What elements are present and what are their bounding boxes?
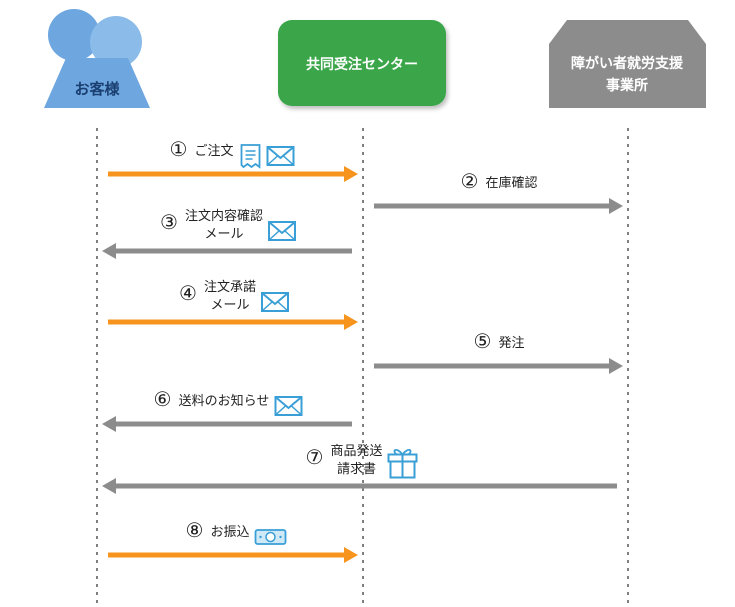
step-8-arrow xyxy=(108,547,358,563)
step-5-arrow xyxy=(374,358,623,374)
arrow-head xyxy=(344,547,358,563)
step-8-label: ⑧ お振込 xyxy=(186,518,250,542)
center-label: 共同受注センター xyxy=(306,56,418,73)
center-actor: 共同受注センター xyxy=(278,20,446,106)
step-number: ⑤ xyxy=(474,329,492,353)
office-label-line1: 障がい者就労支援 xyxy=(571,55,684,72)
gift-icon xyxy=(387,449,418,479)
step-number: ① xyxy=(170,137,188,161)
office-actor: 障がい者就労支援 事業所 xyxy=(549,20,706,108)
step-number: ⑧ xyxy=(186,518,204,542)
arrow-head xyxy=(102,478,116,494)
step-7-arrow xyxy=(102,478,617,494)
step-text: 送料のお知らせ xyxy=(179,393,270,409)
mail-icon xyxy=(274,396,303,416)
customer-head-back xyxy=(48,9,100,61)
customer-label: お客様 xyxy=(74,80,120,98)
step-text-line1: 注文内容確認 xyxy=(185,208,263,224)
step-1-label: ① ご注文 xyxy=(170,137,234,161)
step-text-line2: メール xyxy=(204,227,243,242)
step-2-arrow xyxy=(374,198,623,214)
customer-head-front xyxy=(90,16,142,68)
step-number: ⑦ xyxy=(306,445,324,469)
message-arrows xyxy=(102,166,623,563)
mail-icon xyxy=(266,146,295,166)
arrow-head xyxy=(609,198,623,214)
step-3-arrow xyxy=(102,243,352,259)
office-roof xyxy=(549,20,706,44)
arrow-head xyxy=(344,166,358,182)
step-5-label: ⑤ 発注 xyxy=(474,329,525,353)
receipt-icon xyxy=(240,144,261,169)
money-icon xyxy=(254,529,287,545)
step-number: ⑥ xyxy=(154,387,172,411)
office-box xyxy=(549,44,706,108)
mail-icon xyxy=(261,292,289,312)
step-4-arrow xyxy=(108,314,358,330)
step-text-line1: 注文承諾 xyxy=(204,279,256,295)
step-6-arrow xyxy=(102,416,352,432)
customer-body xyxy=(44,58,150,108)
step-text-line1: 商品発送 xyxy=(330,444,382,459)
office-label-line2: 事業所 xyxy=(606,77,648,94)
step-text: ご注文 xyxy=(194,143,233,159)
step-text-line2: メール xyxy=(210,298,249,313)
arrow-head xyxy=(609,358,623,374)
step-text: 発注 xyxy=(498,336,524,351)
center-box xyxy=(278,20,446,106)
step-number: ③ xyxy=(160,210,178,234)
step-6-label: ⑥ 送料のお知らせ xyxy=(154,387,270,411)
step-text-line2: 請求書 xyxy=(337,462,376,477)
arrow-head xyxy=(102,416,116,432)
step-number: ② xyxy=(461,169,479,193)
step-text: 在庫確認 xyxy=(485,175,537,191)
arrow-head xyxy=(102,243,116,259)
step-1-arrow xyxy=(108,166,358,182)
step-text: お振込 xyxy=(210,525,249,540)
message-icons xyxy=(240,144,418,545)
step-number: ④ xyxy=(179,281,197,305)
step-2-label: ② 在庫確認 xyxy=(461,169,538,193)
customer-actor: お客様 xyxy=(44,9,150,108)
arrow-head xyxy=(344,314,358,330)
mail-icon xyxy=(268,221,296,241)
